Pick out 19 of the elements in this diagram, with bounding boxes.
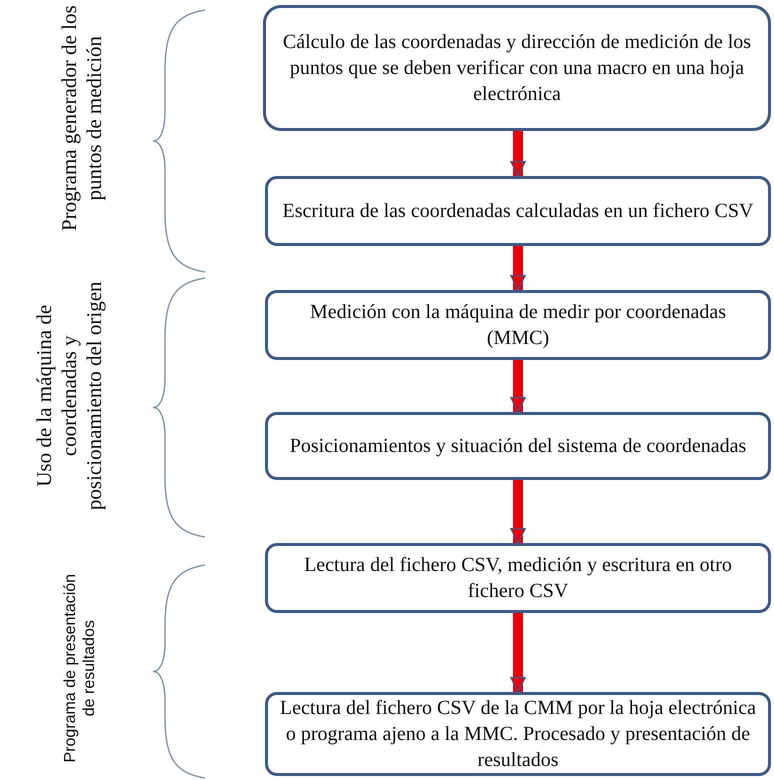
process-box — [265, 543, 771, 613]
process-box — [265, 412, 771, 480]
step-text: Lectura del fichero CSV, medición y escritura en otro fichero CSV — [303, 553, 733, 604]
step-text: Cálculo de las coordenadas y dirección de medición de los puntos que se deben verificar con una macro en una hoja electrónica — [282, 30, 752, 107]
arrow — [510, 360, 526, 413]
step-text: Lectura del fichero CSV de la CMM por la hoja electrónica o programa ajeno a la MMC. Procesado y presentación de resultados — [278, 696, 758, 773]
arrow — [510, 131, 526, 177]
group-label: Programa generador de los puntos de medición — [56, 4, 107, 234]
arrow — [510, 246, 526, 291]
process-box — [265, 176, 771, 246]
arrow — [510, 480, 526, 544]
group-label: Uso de la máquina de coordenadas y posicionamiento del origen — [32, 280, 108, 512]
process-box — [263, 5, 771, 131]
arrow — [510, 613, 526, 693]
step-text: Medición con la máquina de medir por coordenadas (MMC) — [309, 300, 727, 351]
group-label: Programa de presentación de resultados — [60, 572, 99, 764]
step-text: Escritura de las coordenadas calculadas en un fichero CSV — [282, 199, 754, 224]
process-box — [265, 290, 771, 360]
step-text: Posicionamientos y situación del sistema de coordenadas — [290, 434, 746, 459]
